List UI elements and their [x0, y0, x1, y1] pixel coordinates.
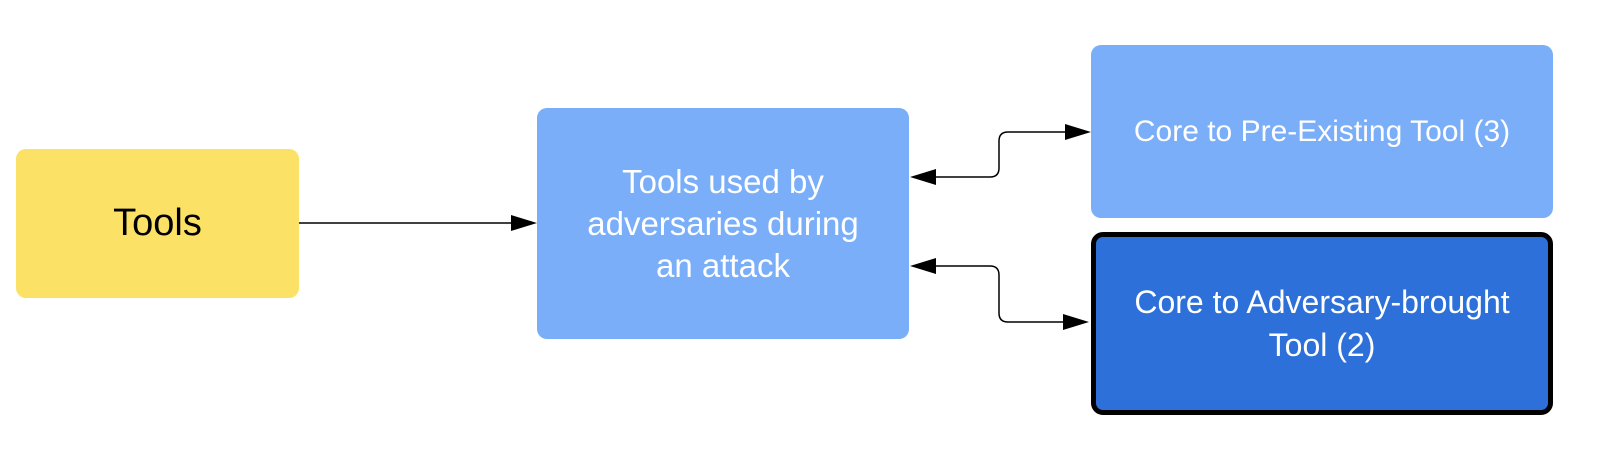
node-adversary-label: Core to Adversary-brought Tool (2) — [1134, 283, 1510, 363]
connector-middle-preexisting — [910, 124, 1091, 185]
arrowhead — [910, 258, 936, 274]
connector-tools-to-middle — [299, 215, 537, 231]
node-middle-label: Tools used by adversaries during an atta… — [587, 162, 859, 284]
arrowhead — [910, 169, 936, 185]
arrowhead — [1063, 314, 1089, 330]
connector-middle-adversary — [910, 258, 1089, 330]
node-core-to-preexisting-tool: Core to Pre-Existing Tool (3) — [1091, 45, 1553, 218]
node-tools: Tools — [16, 149, 299, 298]
node-core-to-adversary-brought-tool: Core to Adversary-brought Tool (2) — [1091, 232, 1553, 415]
arrowhead — [511, 215, 537, 231]
node-tools-label: Tools — [113, 202, 202, 244]
node-preexisting-label: Core to Pre-Existing Tool (3) — [1133, 114, 1511, 148]
arrowhead — [1065, 124, 1091, 140]
node-tools-used-by-adversaries: Tools used by adversaries during an atta… — [537, 108, 909, 339]
